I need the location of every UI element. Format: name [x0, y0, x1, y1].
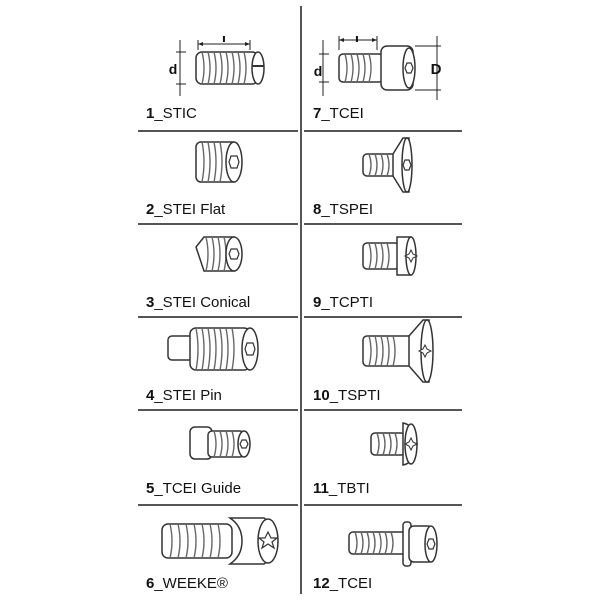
item-label: 2_STEI Flat	[146, 201, 226, 218]
item-label: 11_TBTI	[313, 480, 370, 497]
row-divider	[138, 409, 298, 411]
row-divider	[138, 316, 298, 318]
item-label: 4_STEI Pin	[146, 387, 222, 404]
cell-tcei-flange: 12_TCEI	[305, 506, 465, 598]
item-label: 10_TSPTI	[313, 387, 381, 404]
item-label: 1_STIC	[146, 105, 197, 122]
item-label: 3_STEI Conical	[146, 294, 251, 311]
tspei-screw-illustration	[362, 137, 413, 193]
cell-tcei-guide: 5_TCEI Guide	[138, 411, 300, 503]
row-divider	[304, 130, 462, 132]
stei-pin-screw-illustration	[167, 327, 259, 371]
tcei-flange-screw-illustration	[348, 521, 438, 567]
stei-conical-screw-illustration	[195, 236, 243, 272]
cell-weeke: 6_WEEKE®	[138, 506, 300, 598]
cell-stei-pin: 4_STEI Pin	[138, 318, 300, 410]
row-divider	[138, 130, 298, 132]
item-label: 6_WEEKE®	[146, 575, 228, 592]
cell-tcei: L I d D 7_TCEI	[305, 36, 465, 128]
tspti-screw-illustration	[362, 319, 434, 383]
row-divider	[138, 504, 298, 506]
cell-tspti: 10_TSPTI	[305, 318, 465, 410]
stic-screw-illustration: I d	[169, 36, 265, 96]
cell-stei-conical: 3_STEI Conical	[138, 225, 300, 317]
row-divider	[304, 409, 462, 411]
tcei-screw-illustration: L I d D	[314, 36, 442, 100]
row-divider	[304, 316, 462, 318]
item-label: 5_TCEI Guide	[146, 480, 242, 497]
item-label: 7_TCEI	[313, 105, 364, 122]
weeke-screw-illustration	[161, 517, 279, 565]
cell-tcpti: 9_TCPTI	[305, 225, 465, 317]
column-divider	[300, 6, 302, 594]
tcei-guide-screw-illustration	[189, 426, 251, 460]
row-divider	[304, 504, 462, 506]
item-label: 8_TSPEI	[313, 201, 374, 218]
item-label: 9_TCPTI	[313, 294, 374, 311]
cell-stic: I d 1_STIC	[138, 36, 300, 128]
dim-d-label: d	[314, 63, 323, 79]
item-label: 12_TCEI	[313, 575, 373, 592]
row-divider	[138, 223, 298, 225]
dim-i-label: I	[222, 36, 226, 45]
cell-tbti: 11_TBTI	[305, 411, 465, 503]
cell-stei-flat: 2_STEI Flat	[138, 132, 300, 224]
dim-d-large-label: D	[431, 61, 442, 78]
row-divider	[304, 223, 462, 225]
tbti-screw-illustration	[370, 422, 419, 466]
stei-flat-screw-illustration	[195, 141, 243, 183]
cell-tspei: 8_TSPEI	[305, 132, 465, 224]
tcpti-screw-illustration	[362, 236, 419, 276]
dim-i-label: I	[355, 36, 359, 45]
dim-d-label: d	[169, 61, 178, 77]
